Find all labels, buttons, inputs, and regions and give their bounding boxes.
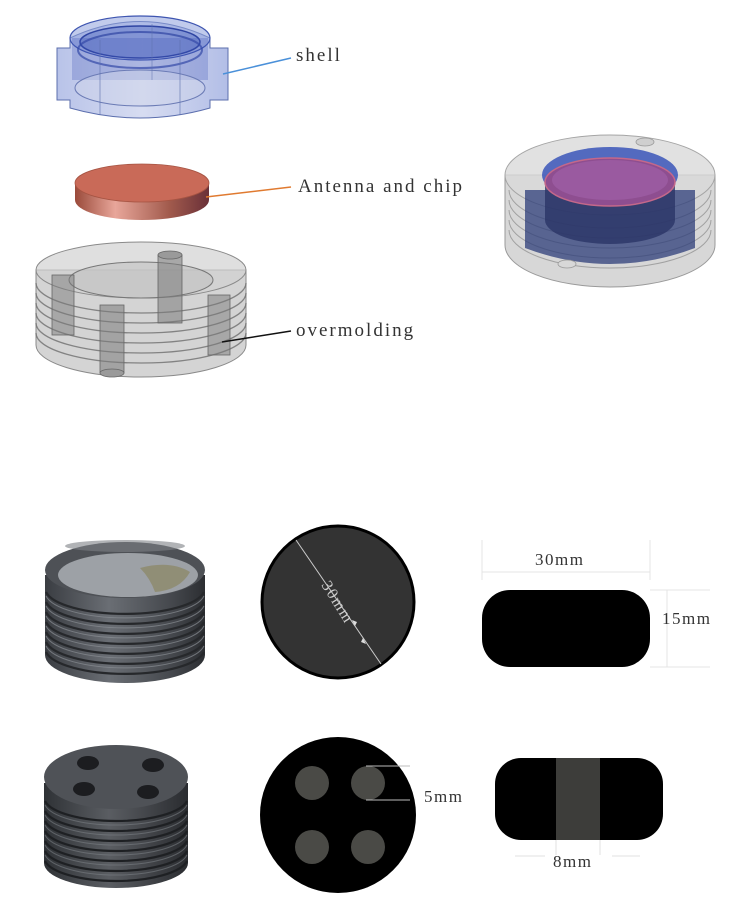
exploded-view: shell Antenna and chip [0, 0, 750, 400]
width-label-30mm: 30mm [535, 550, 585, 569]
assembled-tag [504, 134, 716, 288]
top-view-diameter [260, 524, 416, 680]
antenna-label: Antenna and chip [298, 176, 465, 197]
shell-part [56, 15, 292, 119]
side-view-2 [495, 758, 663, 857]
antenna-part [74, 163, 292, 220]
tag-photo-1 [45, 540, 205, 683]
band-label-8mm: 8mm [553, 852, 593, 871]
shell-label: shell [296, 45, 342, 66]
height-label-15mm: 15mm [662, 609, 712, 628]
tag-photo-2 [44, 745, 188, 888]
side-view-1 [481, 540, 710, 668]
overmolding-label: overmolding [296, 320, 416, 341]
overmolding-part [35, 241, 292, 378]
hole-label-5mm: 5mm [424, 787, 464, 806]
top-view-holes [260, 737, 416, 893]
